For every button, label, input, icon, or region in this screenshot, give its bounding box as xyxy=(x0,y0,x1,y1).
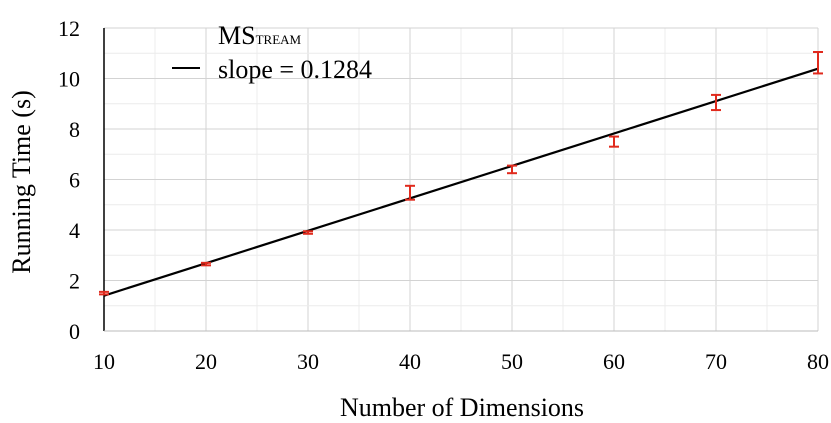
error-bar xyxy=(99,290,109,296)
fit-line xyxy=(103,67,819,297)
y-tick-label: 8 xyxy=(69,117,80,142)
y-axis-label: Running Time (s) xyxy=(7,90,36,274)
y-tick-label: 0 xyxy=(69,319,80,344)
legend-series-name: MStream xyxy=(218,21,302,50)
error-bar xyxy=(303,230,313,235)
x-tick-label: 60 xyxy=(603,349,625,374)
legend: MStream slope = 0.1284 xyxy=(172,21,372,84)
y-tick-label: 4 xyxy=(69,218,80,243)
error-bar xyxy=(609,135,619,148)
error-bars-group xyxy=(99,50,823,296)
error-bar xyxy=(813,50,823,75)
tick-labels: 10 20 30 40 50 60 70 80 0 2 4 6 8 10 12 xyxy=(58,16,829,374)
error-bar xyxy=(201,261,211,267)
x-axis-label: Number of Dimensions xyxy=(340,393,584,422)
y-tick-label: 2 xyxy=(69,269,80,294)
y-tick-label: 12 xyxy=(58,16,80,41)
fit-line-group xyxy=(103,67,819,297)
y-tick-label: 6 xyxy=(69,168,80,193)
grid-lines xyxy=(104,27,819,331)
legend-series-name-lead: MS xyxy=(218,21,256,50)
x-tick-label: 80 xyxy=(807,349,829,374)
legend-series-name-rest: tream xyxy=(256,28,302,49)
x-tick-label: 70 xyxy=(705,349,727,374)
legend-fit-label: slope = 0.1284 xyxy=(218,55,372,84)
error-bar xyxy=(405,184,415,201)
x-tick-label: 50 xyxy=(501,349,523,374)
x-tick-label: 30 xyxy=(297,349,319,374)
y-tick-label: 10 xyxy=(58,67,80,92)
x-tick-label: 40 xyxy=(399,349,421,374)
axes xyxy=(103,28,818,332)
x-tick-label: 10 xyxy=(93,349,115,374)
x-tick-label: 20 xyxy=(195,349,217,374)
error-bar xyxy=(507,164,517,175)
error-bar xyxy=(711,93,721,112)
